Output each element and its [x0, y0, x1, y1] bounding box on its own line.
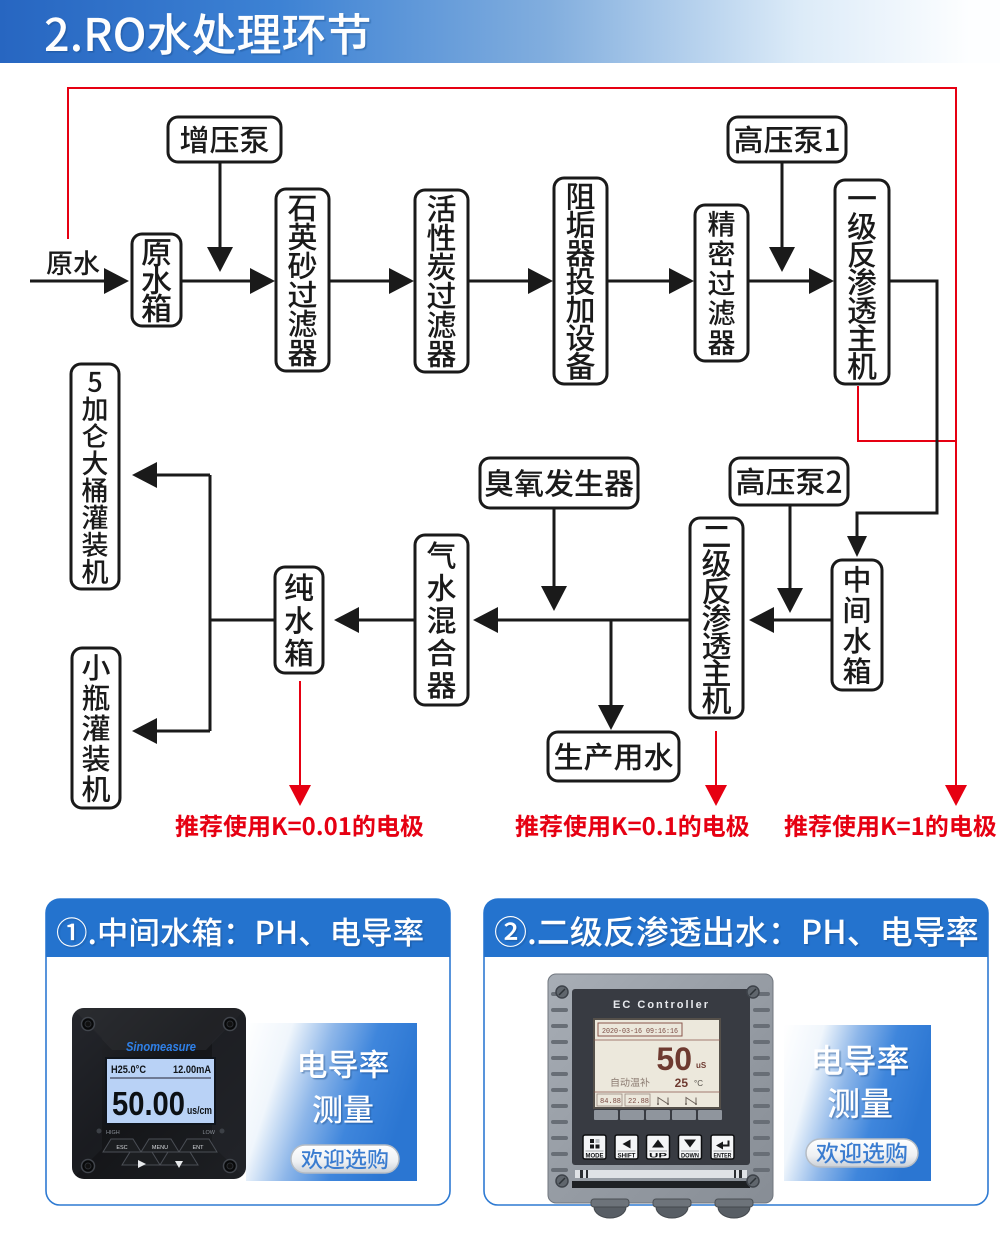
svg-text:Sinomeasure: Sinomeasure — [126, 1039, 196, 1054]
svg-text:50: 50 — [656, 1041, 692, 1077]
svg-text:DOWN: DOWN — [681, 1154, 699, 1160]
svg-text:ESC: ESC — [116, 1145, 127, 1151]
svg-text:22.88: 22.88 — [628, 1098, 649, 1106]
svg-text:H25.0°C: H25.0°C — [111, 1064, 146, 1076]
svg-text:ENTER: ENTER — [714, 1154, 733, 1160]
svg-text:25: 25 — [675, 1076, 689, 1090]
svg-text:MODE: MODE — [586, 1154, 604, 1160]
svg-text:12.00mA: 12.00mA — [173, 1064, 211, 1076]
svg-text:EC Controller: EC Controller — [613, 999, 709, 1011]
svg-text:HIGH: HIGH — [106, 1130, 120, 1136]
svg-text:UP: UP — [649, 1154, 667, 1160]
svg-text:LOW: LOW — [202, 1130, 215, 1136]
svg-text:°C: °C — [694, 1079, 703, 1088]
svg-text:84.88: 84.88 — [600, 1098, 621, 1106]
svg-text:us/cm: us/cm — [187, 1105, 212, 1117]
svg-text:ENT: ENT — [193, 1145, 205, 1151]
svg-text:MENU: MENU — [152, 1145, 168, 1151]
svg-text:SHIFT: SHIFT — [618, 1154, 636, 1160]
svg-text:50.00: 50.00 — [112, 1085, 185, 1122]
svg-text:uS: uS — [696, 1061, 707, 1070]
svg-text:2020-03-16 09:16:16: 2020-03-16 09:16:16 — [602, 1028, 678, 1036]
